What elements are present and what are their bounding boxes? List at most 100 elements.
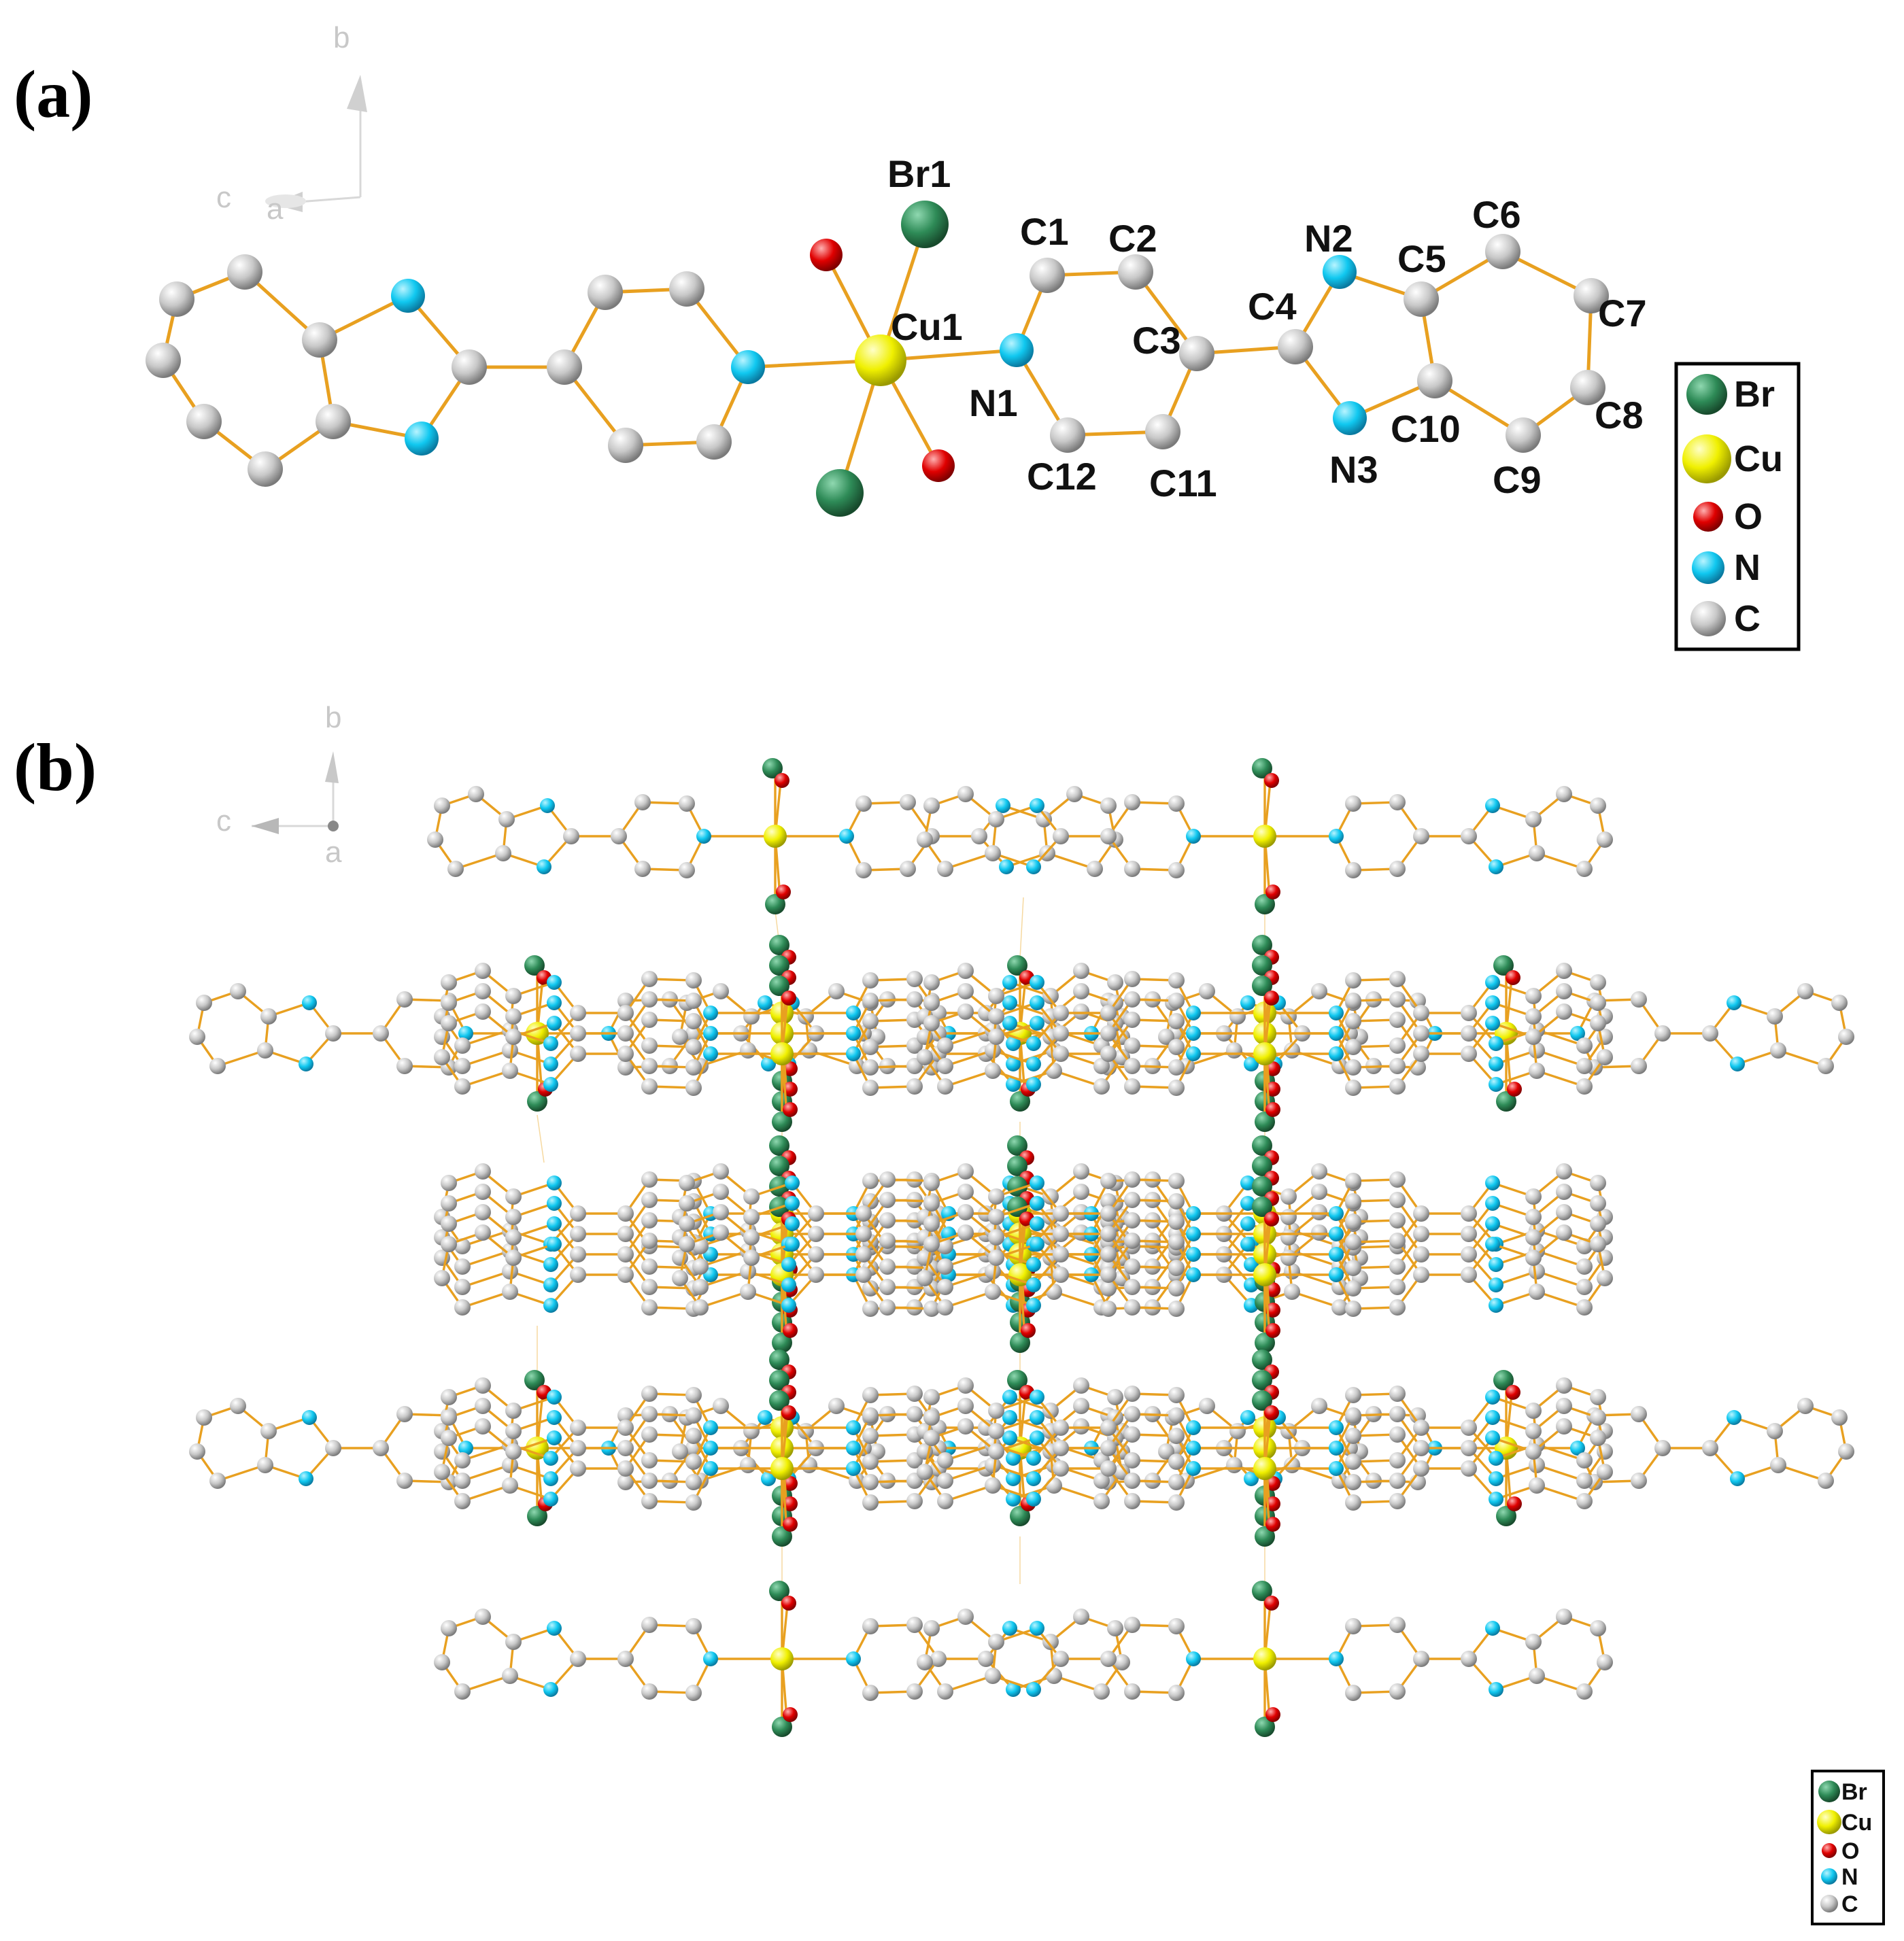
atom-c <box>1124 1233 1140 1249</box>
atom-c <box>696 424 732 460</box>
atom-c <box>985 1263 1001 1279</box>
atom-c <box>475 1204 491 1220</box>
atom-c <box>1229 1423 1246 1439</box>
atom-label: C4 <box>1248 285 1297 328</box>
atom-n <box>391 279 425 313</box>
atom-c <box>1168 1234 1185 1250</box>
atom-c <box>641 1037 658 1054</box>
legend-br-label: Br <box>1734 374 1775 415</box>
atom-c <box>713 1184 729 1200</box>
atom-c <box>641 971 658 987</box>
atom-c <box>1345 1039 1361 1055</box>
atom-br <box>527 1506 547 1526</box>
atom-n <box>1329 1461 1344 1476</box>
atom-c <box>1461 1246 1477 1262</box>
atom-c <box>441 1195 457 1212</box>
atom-n <box>1030 1216 1044 1231</box>
atom-c <box>1053 1267 1069 1283</box>
atom-n <box>785 1237 800 1252</box>
atom-c <box>230 983 246 999</box>
atom-c <box>685 1454 702 1470</box>
atom-c <box>1345 1173 1361 1189</box>
atom-n <box>1329 1267 1344 1282</box>
atom-c <box>617 1046 634 1062</box>
atom-c <box>1100 1267 1117 1283</box>
atom-c <box>1280 1209 1297 1225</box>
atom-c <box>1168 1039 1185 1055</box>
atom-n <box>543 1451 558 1466</box>
atom-c <box>1413 1440 1429 1456</box>
atom-c <box>1389 1386 1406 1402</box>
atom-br <box>1496 1091 1516 1112</box>
atom-c <box>855 1226 872 1242</box>
atom-n <box>547 995 562 1010</box>
atom-c <box>906 1493 923 1509</box>
atom-n <box>1186 1226 1201 1241</box>
atom-br <box>769 955 789 976</box>
atom-c <box>923 1389 940 1405</box>
atom-o <box>783 1082 798 1097</box>
atom-c <box>1404 281 1439 317</box>
atom-c <box>454 1078 471 1095</box>
atom-c <box>1100 1226 1117 1242</box>
atom-c <box>862 1039 879 1055</box>
atom-c <box>740 1457 756 1473</box>
atom-c <box>498 811 515 827</box>
atom-c <box>1597 1049 1613 1065</box>
atom-n <box>1333 401 1367 435</box>
chain-unit <box>917 955 1613 1112</box>
legend-n-swatch <box>1821 1868 1837 1885</box>
atom-n <box>1489 1682 1503 1697</box>
atom-c <box>685 1387 702 1403</box>
atom-br <box>1007 1156 1027 1176</box>
atom-c <box>930 1651 947 1667</box>
atom-br <box>1007 955 1027 976</box>
atom-c <box>475 1418 491 1435</box>
atom-cu <box>1253 1263 1276 1286</box>
atom-c <box>1413 1205 1429 1222</box>
atom-br <box>1010 1506 1030 1526</box>
atom-c <box>325 1025 341 1042</box>
atom-c <box>146 343 181 378</box>
atom-c <box>475 1377 491 1394</box>
atom-c <box>1107 1620 1123 1636</box>
atom-c <box>1597 1654 1613 1670</box>
atom-c <box>1124 991 1140 1008</box>
atom-c <box>1100 1046 1117 1062</box>
atom-c <box>862 1685 879 1701</box>
atom-c <box>1042 1634 1059 1650</box>
atom-c <box>1590 995 1606 1011</box>
atom-o <box>783 1102 798 1117</box>
atom-n <box>846 1441 861 1456</box>
atom-n <box>1489 1057 1503 1071</box>
atom-n <box>781 1257 796 1272</box>
atom-c <box>1124 1012 1140 1028</box>
atom-c <box>917 1270 933 1286</box>
atom-c <box>957 1377 974 1394</box>
atom-n <box>999 859 1014 874</box>
atom-c <box>641 1452 658 1468</box>
atom-c <box>641 1426 658 1443</box>
atom-c <box>801 1457 817 1473</box>
atom-c <box>1073 1163 1089 1180</box>
atom-n <box>1006 1057 1021 1071</box>
atom-n <box>1240 1216 1255 1231</box>
atom-c <box>617 993 634 1009</box>
atom-c <box>1576 1473 1593 1489</box>
atom-c <box>454 1279 471 1295</box>
atom-o <box>1265 1496 1280 1511</box>
atom-c <box>1311 1184 1327 1200</box>
atom-c <box>617 1226 634 1242</box>
atom-c <box>957 1204 974 1220</box>
atom-c <box>1168 1428 1185 1444</box>
atom-c <box>1345 1013 1361 1029</box>
atom-c <box>923 1236 940 1252</box>
atom-c <box>227 254 262 290</box>
atom-o <box>783 1707 798 1722</box>
atom-c <box>1389 1279 1406 1295</box>
atom-c <box>1413 1267 1429 1283</box>
atom-n <box>543 1298 558 1313</box>
atom-c <box>923 797 940 814</box>
atom-c <box>1818 1058 1834 1074</box>
atom-c <box>1073 1398 1089 1414</box>
